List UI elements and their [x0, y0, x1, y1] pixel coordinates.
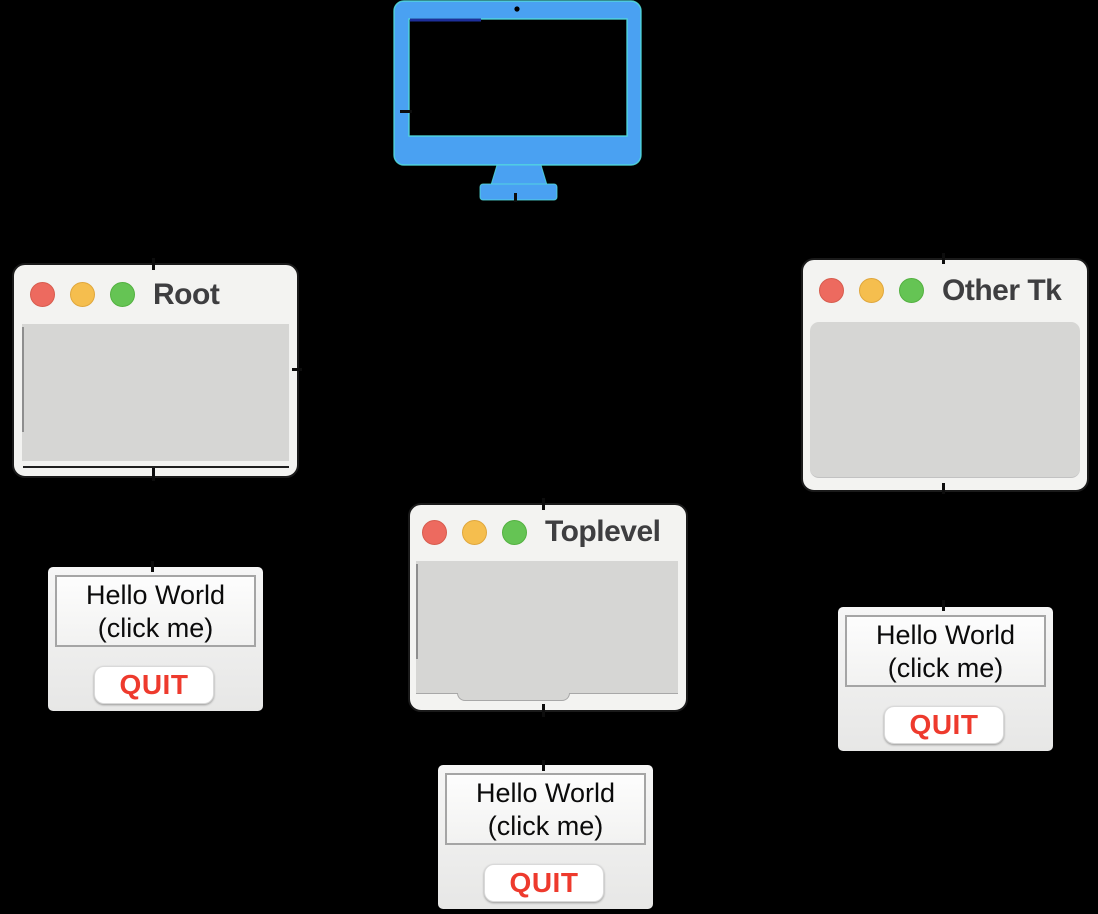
connector-tick [292, 368, 302, 371]
hello-world-button[interactable]: Hello World (click me) [55, 575, 256, 647]
minimize-button-icon[interactable] [462, 519, 487, 545]
window-other-tk[interactable]: Other Tk [801, 258, 1089, 492]
hello-world-line1: Hello World [475, 778, 616, 808]
window-content-root [22, 324, 289, 461]
widget-frame-other-tk: Hello World (click me) QUIT [838, 607, 1053, 751]
connector-tick [942, 600, 945, 611]
computer-display-icon [393, 0, 642, 201]
connector-segment [23, 466, 289, 468]
connector-tick [152, 258, 155, 270]
zoom-button-icon[interactable] [502, 519, 527, 545]
zoom-button-icon[interactable] [899, 278, 924, 303]
connector-tick [942, 483, 945, 494]
hello-world-button[interactable]: Hello World (click me) [445, 773, 646, 845]
hello-world-line2: (click me) [487, 811, 604, 841]
connector-tick [152, 468, 155, 481]
connector-tick [151, 561, 154, 572]
close-button-icon[interactable] [422, 519, 447, 545]
titlebar-other-tk[interactable]: Other Tk [803, 260, 1087, 321]
connector-tick [400, 110, 412, 113]
titlebar-root[interactable]: Root [14, 265, 297, 324]
connector-tick [542, 704, 545, 717]
window-content-toplevel [416, 561, 678, 701]
zoom-button-icon[interactable] [110, 282, 135, 307]
widget-frame-root: Hello World (click me) QUIT [48, 567, 263, 711]
titlebar-toplevel[interactable]: Toplevel [410, 505, 686, 559]
close-button-icon[interactable] [819, 278, 844, 303]
content-notch [457, 693, 570, 701]
window-toplevel[interactable]: Toplevel [408, 503, 688, 712]
hello-world-line2: (click me) [887, 653, 1004, 683]
minimize-button-icon[interactable] [859, 278, 884, 303]
connector-tick [942, 253, 945, 264]
close-button-icon[interactable] [30, 282, 55, 307]
connector-tick [542, 760, 545, 771]
window-root[interactable]: Root [12, 263, 299, 478]
quit-button[interactable]: QUIT [484, 864, 604, 902]
hello-world-line1: Hello World [875, 620, 1016, 650]
hello-world-line1: Hello World [85, 580, 226, 610]
minimize-button-icon[interactable] [70, 282, 95, 307]
connector-tick [542, 498, 545, 510]
widget-frame-toplevel: Hello World (click me) QUIT [438, 765, 653, 909]
window-title: Other Tk [942, 273, 1062, 307]
frame-edge [416, 564, 418, 659]
window-title: Root [153, 277, 220, 311]
window-title: Toplevel [545, 515, 661, 548]
hello-world-line2: (click me) [97, 613, 214, 643]
quit-button[interactable]: QUIT [884, 706, 1004, 744]
quit-button[interactable]: QUIT [94, 666, 214, 704]
connector-tick [514, 193, 517, 202]
window-content-other-tk [810, 322, 1080, 478]
frame-edge [22, 327, 24, 432]
hello-world-button[interactable]: Hello World (click me) [845, 615, 1046, 687]
camera-dot [514, 6, 520, 12]
